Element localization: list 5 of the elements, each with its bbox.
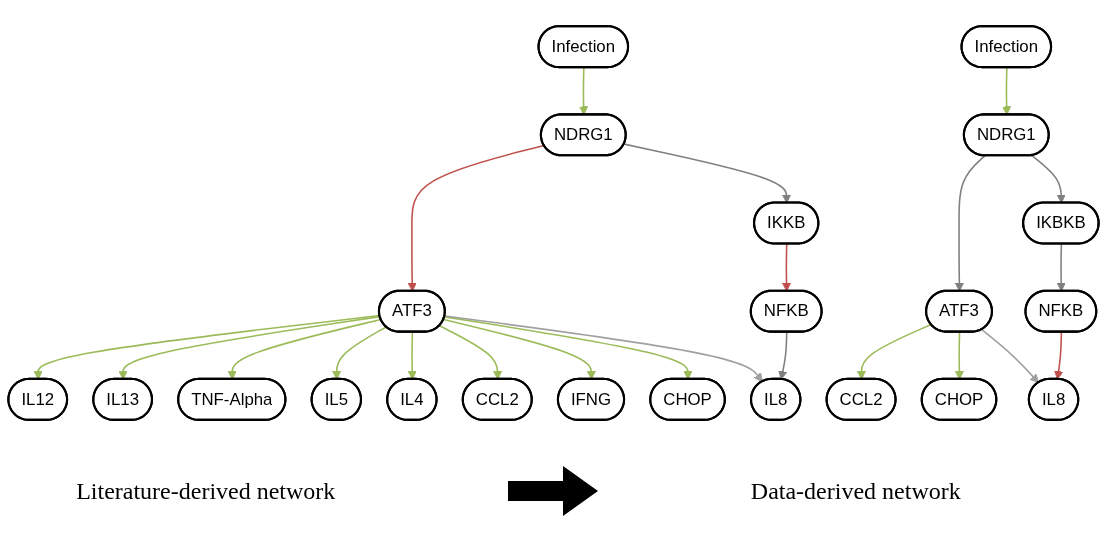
arrow — [444, 315, 763, 383]
arrow — [981, 328, 1039, 384]
arrow — [778, 331, 788, 380]
network-caption: Data-derived network — [750, 477, 962, 505]
network-caption: Literature-derived network — [76, 477, 337, 505]
